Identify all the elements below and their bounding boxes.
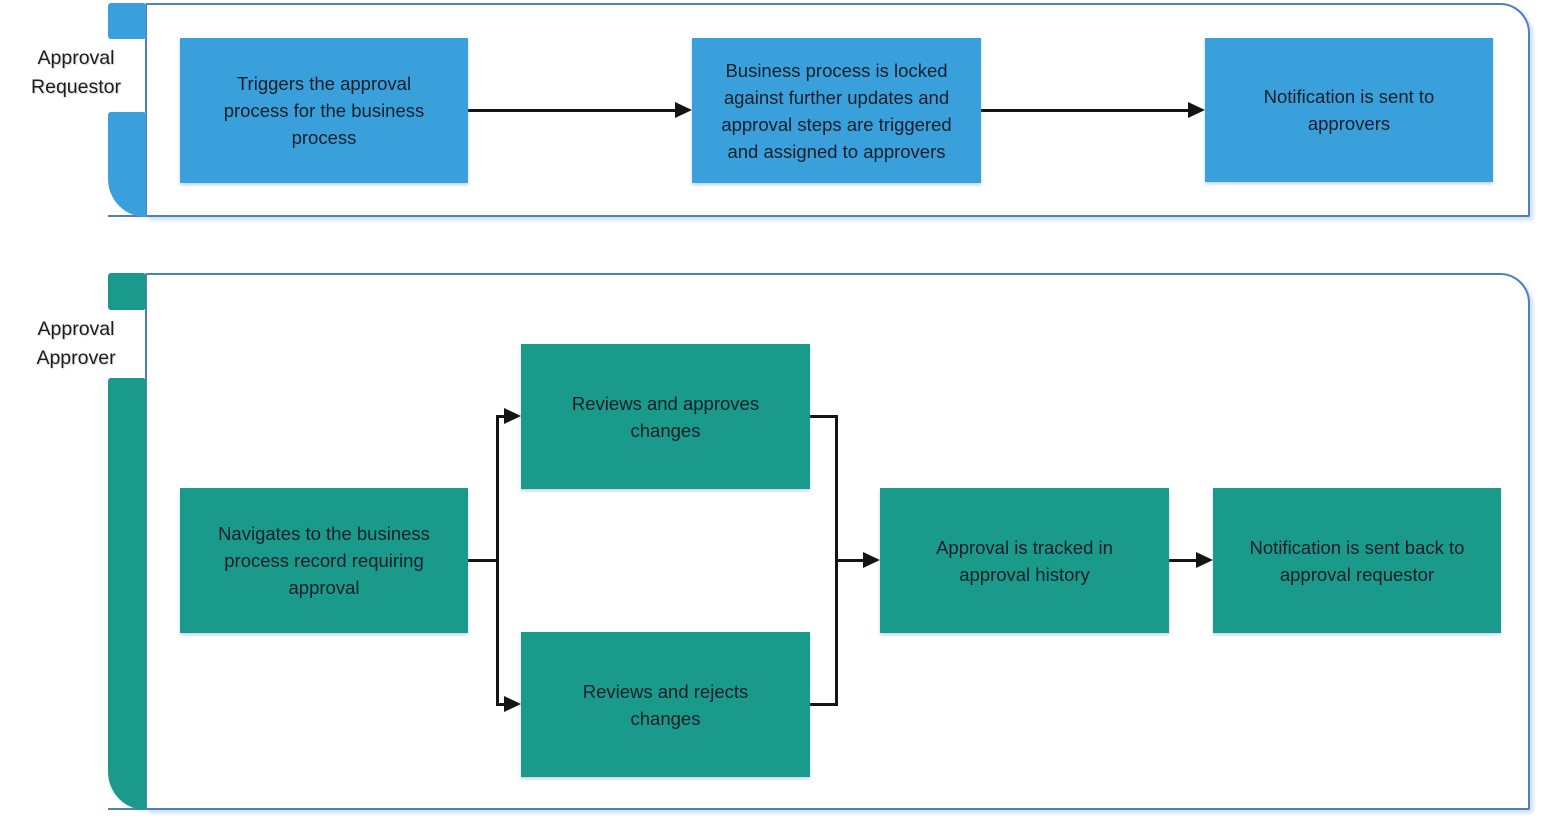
node-reviews-rejects-changes: Reviews and rejects changes bbox=[521, 632, 810, 777]
requestor-lane-tab-body bbox=[108, 112, 146, 217]
requestor-lane-tab-top bbox=[108, 3, 146, 39]
lane-border-extension bbox=[108, 215, 148, 217]
lane-border-extension bbox=[108, 808, 148, 810]
node-business-process-locked: Business process is locked against furth… bbox=[692, 38, 981, 183]
arrow-locked-to-notification-line bbox=[981, 109, 1188, 112]
lane-label-approval-requestor: Approval Requestor bbox=[31, 47, 121, 98]
connector-approves-out bbox=[810, 415, 838, 418]
arrow-locked-to-notification-head bbox=[1188, 102, 1205, 118]
node-notification-to-approvers: Notification is sent to approvers bbox=[1205, 38, 1493, 182]
arrow-to-rejects-line bbox=[496, 703, 505, 706]
node-reviews-approves-changes: Reviews and approves changes bbox=[521, 344, 810, 489]
connector-branch-vertical-left bbox=[496, 415, 499, 706]
node-navigates-to-record: Navigates to the business process record… bbox=[180, 488, 468, 633]
arrow-to-rejects-head bbox=[504, 696, 521, 712]
connector-rejects-out bbox=[810, 703, 838, 706]
arrow-to-tracked-line bbox=[835, 559, 864, 562]
approver-lane-tab-top bbox=[108, 273, 146, 310]
node-notification-to-requestor: Notification is sent back to approval re… bbox=[1213, 488, 1501, 633]
arrow-to-tracked-head bbox=[863, 552, 880, 568]
approver-lane-tab-body bbox=[108, 378, 146, 810]
arrow-triggers-to-locked-head bbox=[675, 102, 692, 118]
arrow-to-approves-head bbox=[504, 408, 521, 424]
arrow-triggers-to-locked-line bbox=[468, 109, 676, 112]
arrow-to-approves-line bbox=[496, 415, 505, 418]
node-approval-tracked-history: Approval is tracked in approval history bbox=[880, 488, 1169, 633]
arrow-tracked-to-notification-head bbox=[1196, 552, 1213, 568]
connector-navigates-branch-stub bbox=[468, 559, 498, 562]
arrow-tracked-to-notification-line bbox=[1169, 559, 1197, 562]
node-triggers-approval-process: Triggers the approval process for the bu… bbox=[180, 38, 468, 183]
lane-label-approval-approver: Approval Approver bbox=[36, 318, 116, 369]
